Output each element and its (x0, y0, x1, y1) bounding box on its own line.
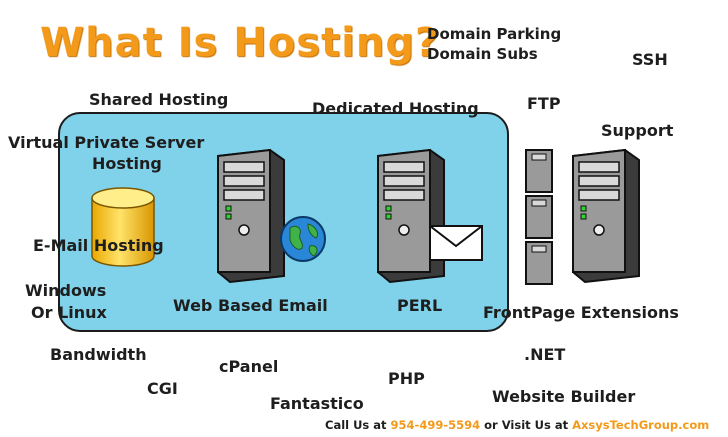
label-email-hosting: E-Mail Hosting (33, 236, 164, 255)
label-website-builder: Website Builder (492, 387, 636, 406)
label-support: Support (601, 121, 674, 140)
label-vps-line1: Virtual Private Server (8, 133, 205, 152)
label-bandwidth: Bandwidth (50, 345, 147, 364)
label-vps-line2: Hosting (92, 154, 162, 173)
database-cylinder-icon (91, 187, 155, 267)
label-or-linux: Or Linux (31, 303, 107, 322)
label-cgi: CGI (147, 379, 178, 398)
label-ftp: FTP (527, 94, 561, 113)
label-frontpage-extensions: FrontPage Extensions (483, 303, 679, 322)
footer-call-prefix: Call Us at (325, 418, 391, 432)
footer-phone-link[interactable]: 954-499-5594 (390, 418, 481, 432)
label-web-based-email: Web Based Email (173, 296, 328, 315)
server-tower-icon (377, 148, 445, 284)
label-domain-parking: Domain Parking (427, 25, 562, 43)
page-title: What Is Hosting? (40, 20, 440, 66)
footer-visit-text: or Visit Us at (480, 418, 573, 432)
label-fantastico: Fantastico (270, 394, 364, 413)
label-dotnet: .NET (524, 345, 566, 364)
label-cpanel: cPanel (219, 357, 279, 376)
label-ssh: SSH (632, 50, 668, 69)
label-dedicated-hosting: Dedicated Hosting (312, 99, 479, 118)
rack-server-icon (525, 149, 553, 285)
server-tower-icon (217, 148, 285, 284)
envelope-icon (429, 225, 483, 261)
label-php: PHP (388, 369, 425, 388)
footer-website-link[interactable]: AxsysTechGroup.com (572, 418, 710, 432)
label-perl: PERL (397, 296, 443, 315)
server-tower-icon (572, 148, 640, 284)
label-shared-hosting: Shared Hosting (89, 90, 229, 109)
label-domain-subs: Domain Subs (427, 45, 538, 63)
globe-icon (280, 216, 326, 262)
footer-contact: Call Us at 954-499-5594 or Visit Us at A… (325, 418, 709, 432)
label-windows: Windows (25, 281, 107, 300)
